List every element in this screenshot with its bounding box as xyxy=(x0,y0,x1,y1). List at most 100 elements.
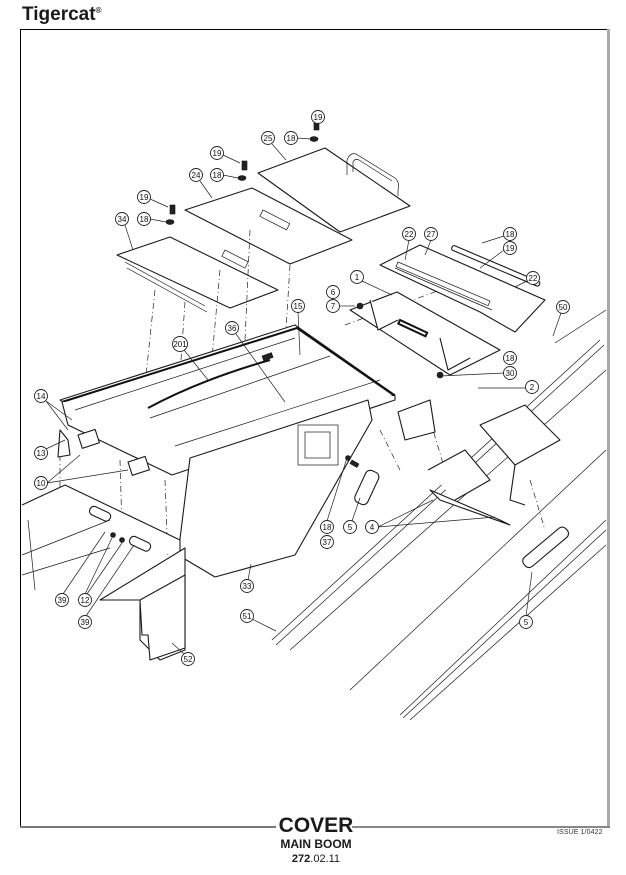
callout-number: 7 xyxy=(331,302,336,311)
bracket-1 xyxy=(349,291,501,379)
drawing-number-rest: .02.11 xyxy=(310,853,341,865)
brand-name: Tigercat xyxy=(22,4,96,25)
cover-plate-24 xyxy=(184,187,353,265)
callout-balloon xyxy=(503,351,517,365)
callout-balloon xyxy=(424,227,438,241)
callout-4: 4 xyxy=(365,520,379,534)
callout-6: 6 xyxy=(326,285,340,299)
callout-balloon xyxy=(343,520,357,534)
callout-number: 52 xyxy=(184,655,193,664)
callout-number: 4 xyxy=(370,523,375,532)
callout-balloon xyxy=(261,131,275,145)
callout-18: 18 xyxy=(503,227,517,241)
drawing-title: COVER xyxy=(278,814,354,837)
callout-37: 37 xyxy=(320,535,334,549)
callout-18: 18 xyxy=(210,168,224,182)
callout-number: 12 xyxy=(81,596,90,605)
callout-balloon xyxy=(225,321,239,335)
callout-18: 18 xyxy=(503,351,517,365)
callout-number: 19 xyxy=(213,149,222,158)
callout-18: 18 xyxy=(137,212,151,226)
callout-51: 51 xyxy=(240,609,254,623)
callout-balloon xyxy=(320,520,334,534)
callout-number: 5 xyxy=(524,618,529,627)
callout-balloon xyxy=(78,593,92,607)
roller-5b xyxy=(522,526,570,569)
callout-balloon xyxy=(240,609,254,623)
callout-19: 19 xyxy=(503,241,517,255)
callout-5: 5 xyxy=(343,520,357,534)
callout-1: 1 xyxy=(350,270,364,284)
callout-39: 39 xyxy=(78,615,92,629)
drawing-subtitle: MAIN BOOM xyxy=(280,837,352,851)
callout-balloon xyxy=(284,131,298,145)
callout-36: 36 xyxy=(225,321,239,335)
channel-27 xyxy=(379,244,546,333)
callout-5: 5 xyxy=(519,615,533,629)
roller-5a xyxy=(354,469,380,506)
callout-number: 30 xyxy=(506,369,515,378)
callout-number: 18 xyxy=(287,134,296,143)
callout-balloon xyxy=(55,593,69,607)
cover-plate-25 xyxy=(257,147,411,233)
callout-balloon xyxy=(210,168,224,182)
frame-border-bottom-right xyxy=(352,826,610,828)
pivot-blocks xyxy=(57,428,152,552)
callout-19: 19 xyxy=(137,190,151,204)
callout-balloon xyxy=(137,212,151,226)
brand-logo: Tigercat® xyxy=(22,4,101,26)
callout-balloon xyxy=(115,212,129,226)
callout-2: 2 xyxy=(525,380,539,394)
callout-22: 22 xyxy=(526,271,540,285)
cover-plate-34 xyxy=(116,236,279,313)
drawing-number-bold: 272 xyxy=(291,853,311,865)
frame-border-left xyxy=(20,29,21,827)
drawing-number: 272.02.11 xyxy=(256,852,376,867)
callout-balloon xyxy=(320,535,334,549)
callout-balloon xyxy=(311,110,325,124)
callout-number: 14 xyxy=(37,392,46,401)
callout-number: 2 xyxy=(530,383,535,392)
registered-mark: ® xyxy=(95,6,102,15)
callout-balloon xyxy=(503,241,517,255)
callout-13: 13 xyxy=(34,446,48,460)
callout-number: 27 xyxy=(427,230,436,239)
title-block: COVER MAIN BOOM 272.02.11 xyxy=(256,815,376,867)
callout-balloon xyxy=(189,168,203,182)
callout-12: 12 xyxy=(78,593,92,607)
callout-201: 201 xyxy=(172,336,188,352)
callout-18: 18 xyxy=(284,131,298,145)
callout-number: 18 xyxy=(323,523,332,532)
callout-10: 10 xyxy=(34,476,48,490)
callout-25: 25 xyxy=(261,131,275,145)
callout-balloon xyxy=(326,285,340,299)
callout-number: 18 xyxy=(506,354,515,363)
callout-balloon xyxy=(240,579,254,593)
callout-50: 50 xyxy=(556,300,570,314)
callout-number: 6 xyxy=(331,288,336,297)
callout-14: 14 xyxy=(34,389,48,403)
callout-22: 22 xyxy=(402,227,416,241)
callout-balloon xyxy=(525,380,539,394)
callout-number: 39 xyxy=(81,618,90,627)
callout-52: 52 xyxy=(181,652,195,666)
callout-balloon xyxy=(291,299,305,313)
callout-number: 37 xyxy=(323,538,332,547)
callout-number: 19 xyxy=(140,193,149,202)
callout-number: 19 xyxy=(314,113,323,122)
callout-39: 39 xyxy=(55,593,69,607)
callout-number: 39 xyxy=(58,596,67,605)
callout-balloon xyxy=(210,146,224,160)
callout-balloon xyxy=(365,520,379,534)
callout-number: 24 xyxy=(192,171,201,180)
callout-balloon xyxy=(503,227,517,241)
callout-33: 33 xyxy=(240,579,254,593)
callout-number: 15 xyxy=(294,302,303,311)
callout-number: 13 xyxy=(37,449,46,458)
callout-number: 10 xyxy=(37,479,46,488)
callout-number: 34 xyxy=(118,215,127,224)
callout-balloon xyxy=(34,389,48,403)
callout-27: 27 xyxy=(424,227,438,241)
callout-balloon xyxy=(34,476,48,490)
